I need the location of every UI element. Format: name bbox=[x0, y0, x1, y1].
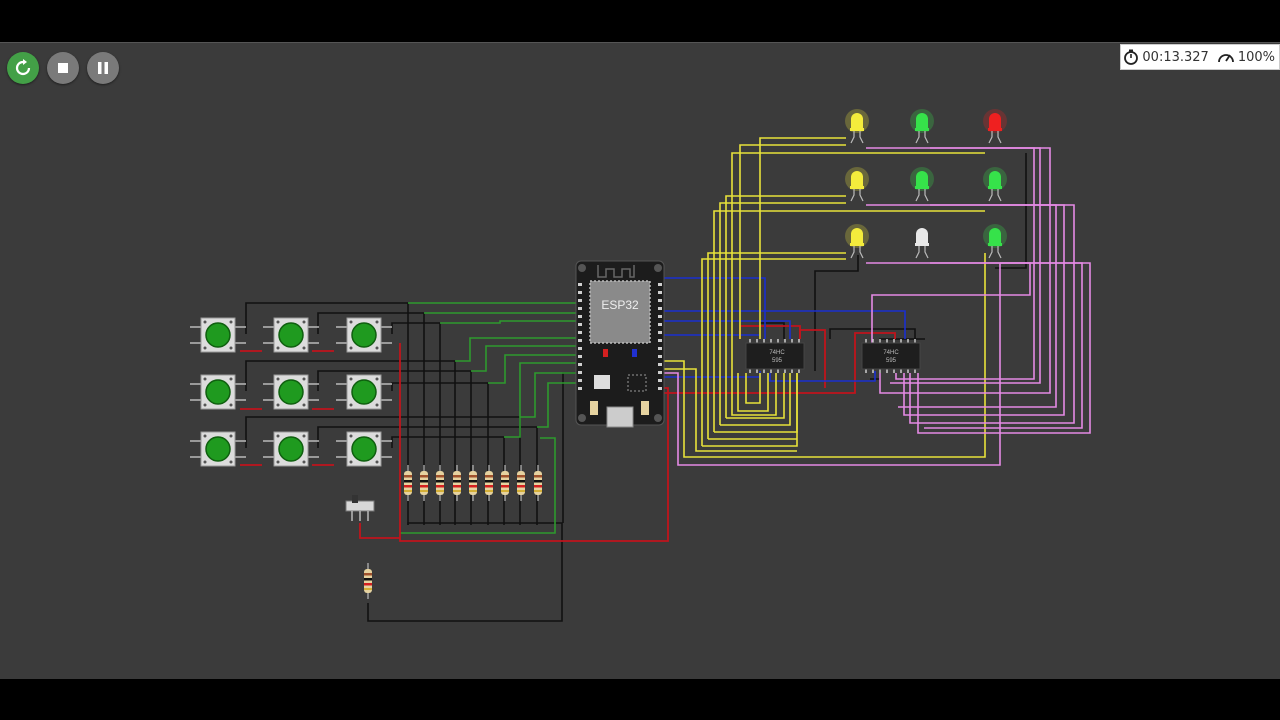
chip-label-line2: 595 bbox=[772, 358, 783, 364]
pink-wires bbox=[660, 147, 1091, 466]
resistor[interactable] bbox=[363, 562, 373, 600]
led-yellow[interactable] bbox=[845, 224, 869, 259]
stop-icon bbox=[58, 63, 68, 73]
resistor[interactable] bbox=[435, 464, 445, 502]
restart-icon bbox=[15, 59, 31, 76]
push-button[interactable] bbox=[189, 317, 247, 353]
led-white[interactable] bbox=[910, 224, 934, 259]
shift-register-2[interactable]: 74HC 595 bbox=[861, 339, 921, 373]
timer-text: 00:13.327 bbox=[1142, 49, 1209, 65]
resistor-array bbox=[363, 464, 543, 600]
led-yellow[interactable] bbox=[845, 109, 869, 144]
pause-icon bbox=[98, 62, 108, 74]
shift-register-1[interactable]: 74HC 595 bbox=[745, 339, 805, 373]
stopwatch-icon bbox=[1124, 49, 1139, 65]
resistor[interactable] bbox=[500, 464, 510, 502]
push-button[interactable] bbox=[262, 374, 320, 410]
simulation-canvas[interactable]: 00:13.327 100% bbox=[0, 42, 1280, 679]
led-yellow[interactable] bbox=[845, 167, 869, 202]
resistor[interactable] bbox=[516, 464, 526, 502]
led-green[interactable] bbox=[983, 167, 1007, 202]
push-button[interactable] bbox=[262, 317, 320, 353]
resistor[interactable] bbox=[533, 464, 543, 502]
chip-label-line1: 74HC bbox=[769, 350, 785, 356]
circuit-diagram: ESP32 bbox=[189, 109, 1091, 622]
chip-label-line1: 74HC bbox=[883, 350, 899, 356]
push-button[interactable] bbox=[335, 374, 393, 410]
green-wires bbox=[400, 302, 578, 534]
resistor[interactable] bbox=[484, 464, 494, 502]
speed-text: 100% bbox=[1237, 49, 1275, 65]
button-matrix bbox=[189, 317, 393, 467]
slide-switch[interactable] bbox=[345, 495, 375, 521]
red-wires bbox=[240, 325, 896, 542]
restart-button[interactable] bbox=[7, 52, 39, 84]
push-button[interactable] bbox=[335, 317, 393, 353]
led-green[interactable] bbox=[910, 109, 934, 144]
chip-label-line2: 595 bbox=[886, 358, 897, 364]
simulation-status: 00:13.327 100% bbox=[1120, 44, 1280, 70]
stop-button[interactable] bbox=[47, 52, 79, 84]
push-button[interactable] bbox=[189, 431, 247, 467]
resistor[interactable] bbox=[419, 464, 429, 502]
push-button[interactable] bbox=[335, 431, 393, 467]
pause-button[interactable] bbox=[87, 52, 119, 84]
yellow-wires bbox=[660, 137, 986, 458]
resistor[interactable] bbox=[403, 464, 413, 502]
esp32-label: ESP32 bbox=[601, 298, 639, 312]
led-green[interactable] bbox=[910, 167, 934, 202]
push-button[interactable] bbox=[262, 431, 320, 467]
speedometer-icon bbox=[1217, 54, 1234, 63]
esp32-board[interactable]: ESP32 bbox=[575, 260, 665, 428]
led-green[interactable] bbox=[983, 224, 1007, 259]
push-button[interactable] bbox=[189, 374, 247, 410]
led-grid bbox=[845, 109, 1007, 259]
led-red[interactable] bbox=[983, 109, 1007, 144]
